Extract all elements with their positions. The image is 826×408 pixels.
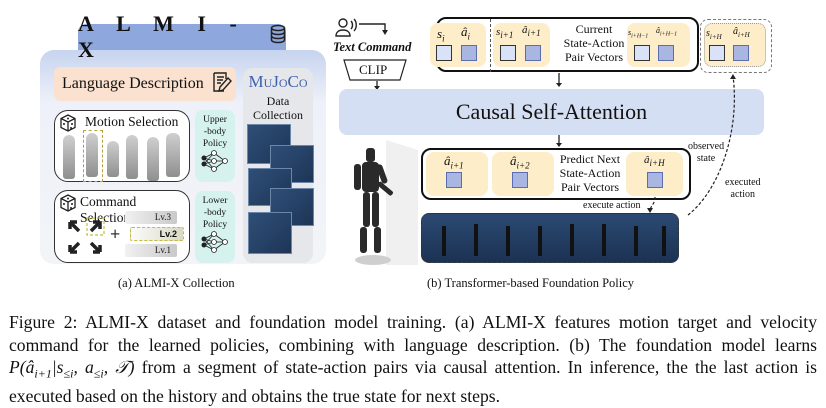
lower-body-policy: Lower -body Policy [195, 191, 235, 263]
action-vector-i-plus-h [733, 45, 749, 61]
mujoco-title: MuJoCo [248, 72, 308, 91]
pred-action-symbol-i-plus-2: âi+2 [510, 153, 530, 171]
predict-pairs-label: Predict Next State-Action Pair Vectors [555, 152, 625, 194]
motion-selection-box: Motion Selection [54, 110, 190, 182]
pred-action-symbol-i-plus-h: âi+H [644, 154, 665, 169]
direction-arrows-icon [65, 217, 105, 262]
walking-robot-sequence [442, 224, 666, 256]
upper-policy-line1: Upper [203, 115, 227, 125]
almi-x-banner: A L M I - X [78, 11, 286, 62]
text-command-label: Text Command [333, 40, 412, 54]
observed-label-line1: observed [688, 141, 725, 152]
attention-to-prediction-arrow [556, 135, 562, 147]
level-2-bar-selected: Lv.2 [130, 227, 184, 241]
command-selection-title: Command Selection [80, 194, 137, 225]
state-vector-i-plus-h [709, 45, 725, 61]
motion-selection-title: Motion Selection [85, 114, 179, 129]
current-label-line3: Pair Vectors [564, 50, 624, 64]
sim-image-4 [270, 188, 314, 226]
predict-label-line2: State-Action [559, 166, 621, 180]
observed-state-label: observed state [688, 141, 724, 165]
humanoid-robot-image [354, 140, 418, 265]
lower-policy-line2: -body [203, 208, 227, 218]
level-3-bar: Lv.3 [125, 211, 177, 224]
sim-image-5 [248, 212, 292, 254]
edit-document-icon [212, 71, 232, 98]
human-motion-1 [63, 135, 75, 179]
execution-rollout-strip [421, 213, 679, 263]
predict-label-line1: Predict Next [559, 152, 621, 166]
level-1-bar: Lv.1 [125, 244, 177, 257]
action-symbol-i-plus-h-minus-1: âi+H−1 [656, 26, 678, 38]
human-motion-5 [147, 137, 159, 181]
predict-label-line3: Pair Vectors [560, 180, 620, 194]
clip-arrow [374, 81, 380, 90]
panel-a-caption: (a) ALMI-X Collection [118, 276, 235, 290]
almi-x-title: A L M I - X [78, 11, 246, 62]
current-pairs-label: Current State-Action Pair Vectors [562, 22, 626, 64]
lower-policy-line3: Policy [202, 220, 228, 230]
clip-encoder: CLIP [343, 59, 407, 81]
human-motion-4 [126, 135, 138, 179]
observed-label-line2: state [696, 153, 716, 164]
panel-b-caption: (b) Transformer-based Foundation Policy [427, 276, 635, 290]
upper-policy-line2: -body [203, 127, 227, 137]
mujoco-subtitle-line1: Data [266, 94, 290, 108]
action-vector-i-plus-1 [525, 45, 541, 61]
executed-label-line1: executed [725, 177, 761, 188]
state-vector-i-plus-h-minus-1 [634, 45, 650, 61]
upper-body-policy: Upper -body Policy [195, 110, 235, 182]
pred-action-symbol-i-plus-1: âi+1 [444, 153, 464, 171]
current-label-line2: State-Action [563, 36, 625, 50]
sequence-to-attention-arrow [556, 73, 562, 87]
neural-network-icon [201, 150, 229, 175]
state-symbol-i: si [437, 26, 445, 44]
caption-math: P(âi+1|s≤i, a≤i, 𝒯) [9, 357, 135, 381]
executed-label-line2: action [730, 189, 755, 200]
pred-action-vector-i-plus-2 [512, 172, 528, 188]
state-symbol-i-plus-h: si+H [706, 28, 722, 41]
command-selection-box: Command Selection + Lv.3 Lv.2 Lv.1 [54, 190, 190, 263]
caption-text-part2: from a segment of state-action pairs via… [9, 357, 817, 407]
lower-policy-line1: Lower [202, 196, 228, 206]
language-description-box: Language Description [54, 67, 236, 101]
mujoco-subtitle: Data Collection [243, 94, 313, 122]
figure-caption: Figure 2: ALMI-X dataset and foundation … [9, 311, 817, 408]
execute-action-label: execute action [583, 200, 641, 211]
action-symbol-i-plus-1: âi+1 [522, 24, 541, 39]
selected-motion-highlight [83, 130, 103, 182]
language-description-label: Language Description [62, 75, 204, 92]
state-symbol-i-plus-h-minus-1: si+H−1 [628, 28, 649, 40]
mujoco-subtitle-line2: Collection [253, 108, 303, 122]
state-symbol-i-plus-1: si+1 [496, 26, 514, 41]
dice-icon [59, 194, 77, 217]
action-symbol-i: âi [461, 24, 471, 42]
current-label-line1: Current [575, 22, 613, 36]
state-vector-i-plus-1 [500, 45, 516, 61]
pred-action-vector-i-plus-h [647, 172, 663, 188]
causal-self-attention-label: Causal Self-Attention [455, 99, 648, 124]
clip-label: CLIP [359, 62, 388, 77]
human-motion-6 [166, 133, 180, 177]
human-motion-3 [107, 141, 119, 177]
executed-action-label: executed action [725, 177, 761, 201]
plus-sign: + [110, 224, 121, 244]
sequence-divider [490, 19, 701, 72]
upper-policy-line3: Policy [202, 139, 228, 149]
database-icon [270, 24, 286, 50]
action-vector-i [461, 45, 477, 61]
state-vector-i [436, 45, 452, 61]
causal-self-attention-block: Causal Self-Attention [339, 89, 764, 135]
action-vector-i-plus-h-minus-1 [658, 45, 674, 61]
human-motion-2 [86, 133, 98, 177]
caption-text-part1: Figure 2: ALMI-X dataset and foundation … [9, 312, 817, 355]
speaking-person-icon [335, 17, 391, 42]
action-symbol-i-plus-h: âi+H [733, 26, 750, 39]
pred-action-vector-i-plus-1 [446, 172, 462, 188]
dice-icon [59, 114, 77, 137]
future-pair-container [700, 19, 772, 73]
neural-network-icon [201, 231, 229, 256]
